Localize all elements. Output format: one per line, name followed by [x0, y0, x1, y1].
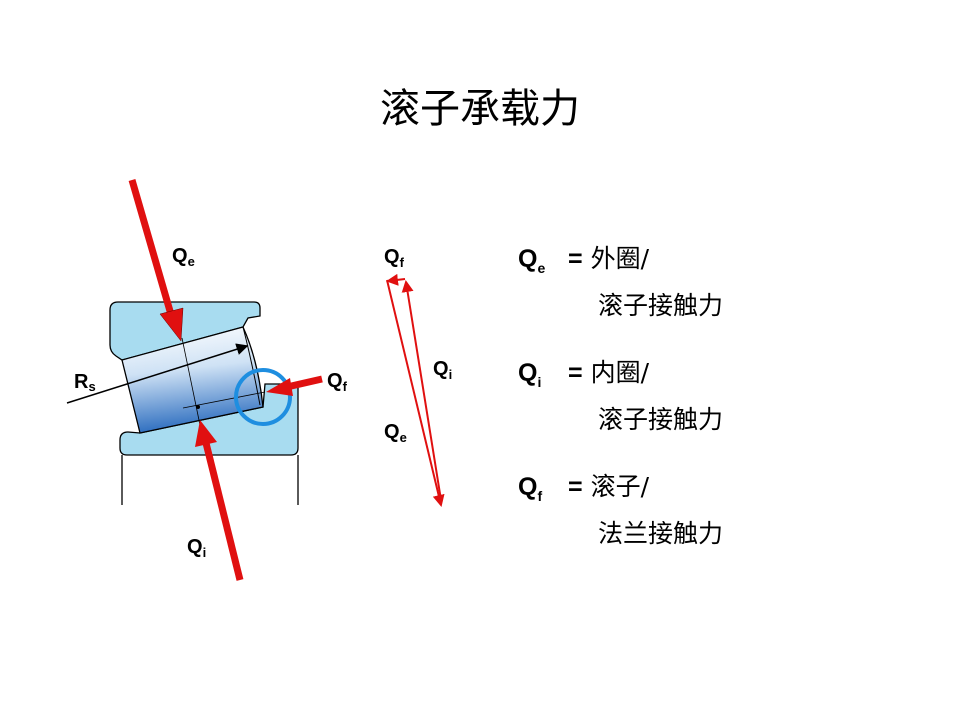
qe-label: Qe — [172, 245, 195, 269]
slide-title: 滚子承载力 — [380, 86, 580, 132]
inner-ring — [119, 383, 299, 456]
definition-qe: Qe=外圈/ 滚子接触力 — [518, 244, 724, 320]
definition-qi: Qi=内圈/ 滚子接触力 — [518, 358, 724, 434]
qi-label: Qi — [187, 536, 206, 560]
qf-arrow — [266, 375, 323, 396]
roller — [121, 326, 264, 434]
rs-line — [66, 343, 249, 404]
poly-qe-label: Qe — [384, 421, 407, 445]
outer-ring — [109, 301, 261, 361]
qe-arrow — [128, 179, 184, 342]
rs-label: Rs — [74, 371, 96, 394]
qf-label: Qf — [327, 370, 348, 394]
flange-contact-circle — [234, 368, 292, 426]
force-polygon — [386, 273, 445, 507]
poly-qi-label: Qi — [433, 358, 452, 382]
definition-qf: Qf=滚子/ 法兰接触力 — [518, 472, 724, 548]
qi-arrow — [195, 420, 244, 581]
poly-qf-label: Qf — [384, 246, 405, 270]
